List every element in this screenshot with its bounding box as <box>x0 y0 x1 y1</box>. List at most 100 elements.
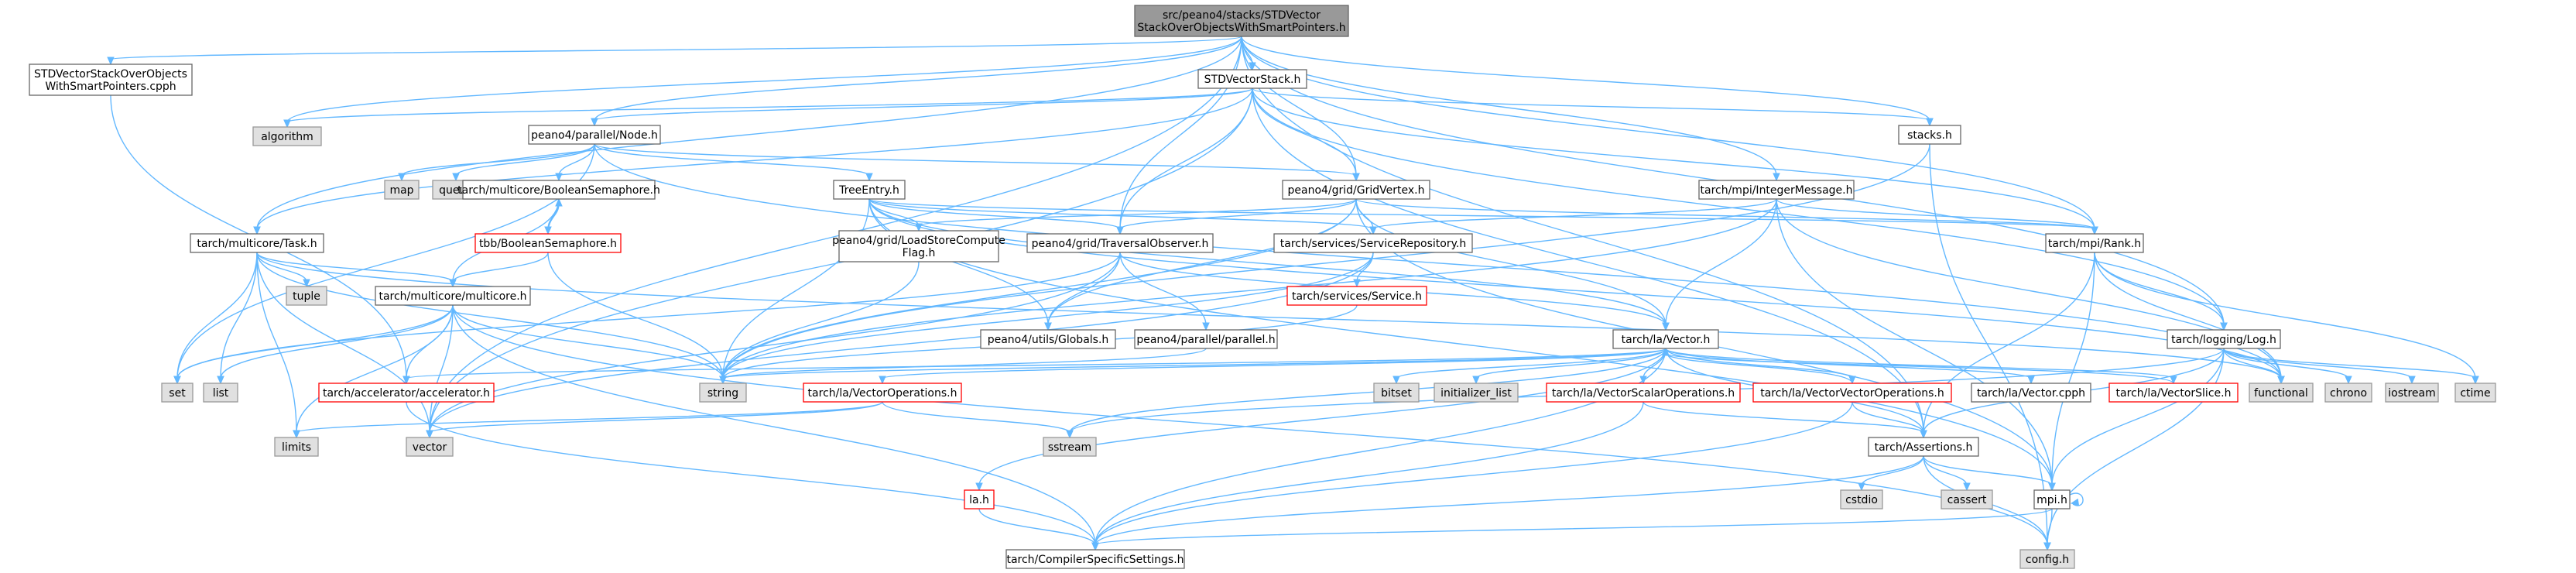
node-box <box>1286 286 1427 306</box>
arrowhead <box>865 173 873 182</box>
node-vecscal[interactable]: tarch/la/VectorScalarOperations.h <box>1546 383 1741 403</box>
node-parallel[interactable]: peano4/parallel/parallel.h <box>1134 329 1278 349</box>
node-cpph[interactable]: STDVectorStackOverObjectsWithSmartPointe… <box>29 63 193 96</box>
node-label: tarch/services/ServiceRepository.h <box>1280 238 1466 250</box>
edge-root-to-travobs <box>1116 36 1242 235</box>
edge-rank-to-assertions <box>1920 252 2095 439</box>
node-box <box>838 230 999 262</box>
arrowhead <box>1858 482 1865 492</box>
node-stdvs[interactable]: STDVectorStack.h <box>1197 69 1307 89</box>
node-box <box>2324 383 2372 403</box>
edge-stdvs-to-stacks <box>1252 87 1934 127</box>
edge-assertions-to-cassert <box>1923 455 1971 492</box>
node-label: StackOverObjectsWithSmartPointers.h <box>1137 22 1345 34</box>
node-functional: functional <box>2249 383 2314 403</box>
node-box <box>699 383 747 403</box>
node-vecslice[interactable]: tarch/la/VectorSlice.h <box>2108 383 2239 403</box>
edge-node-to-gridvertex <box>594 143 1360 182</box>
arrowhead <box>1472 376 1480 385</box>
node-box <box>964 489 995 510</box>
edge-intmsg-to-functional <box>1776 198 2285 385</box>
node-mpi[interactable]: mpi.h <box>2033 489 2071 510</box>
node-multicore[interactable]: tarch/multicore/multicore.h <box>375 286 531 306</box>
node-list: list <box>203 383 238 403</box>
node-root[interactable]: src/peano4/stacks/STDVectorStackOverObje… <box>1134 5 1349 37</box>
node-assertions[interactable]: tarch/Assertions.h <box>1868 437 1979 457</box>
node-label: vector <box>413 441 447 454</box>
node-rank[interactable]: tarch/mpi/Rank.h <box>2045 233 2144 253</box>
node-vecops[interactable]: tarch/la/VectorOperations.h <box>803 383 962 403</box>
edge-la-to-compiler <box>978 508 1099 551</box>
node-service[interactable]: tarch/services/Service.h <box>1286 286 1427 306</box>
node-ctime: ctime <box>2454 383 2496 403</box>
edge-vector_h-to-vecslice <box>1665 348 2177 385</box>
edge-vector_h-to-initlist <box>1472 348 1667 385</box>
edge-root-to-cpph <box>107 36 1242 66</box>
arrowhead <box>426 430 433 439</box>
node-compiler[interactable]: tarch/CompilerSpecificSettings.h <box>1005 549 1185 569</box>
node-box <box>1134 5 1349 37</box>
arrowhead <box>719 376 727 385</box>
edge-root-to-intmsg <box>1241 36 1780 182</box>
arrowhead <box>915 223 923 232</box>
edge-log-to-chrono <box>2223 348 2352 385</box>
node-box <box>1043 437 1097 457</box>
edge-stdvs-to-node <box>591 87 1253 127</box>
arrowhead <box>591 118 598 127</box>
edge-tbbsem-to-boolsem <box>547 197 563 235</box>
node-box <box>2385 383 2439 403</box>
edge-stdvs-to-algorithm <box>283 87 1253 129</box>
arrowhead <box>402 376 410 385</box>
arrowhead <box>2472 376 2479 385</box>
node-box <box>1971 383 2091 403</box>
edge-multicore-to-set <box>173 304 454 385</box>
node-intmsg[interactable]: tarch/mpi/IntegerMessage.h <box>1698 180 1855 200</box>
edge-vecops-to-sstream <box>882 401 1074 439</box>
node-label: algorithm <box>261 131 313 143</box>
node-boolsem[interactable]: tarch/multicore/BooleanSemaphore.h <box>457 180 660 200</box>
arrowhead <box>2070 498 2080 506</box>
node-map: map <box>384 180 420 200</box>
node-box <box>833 180 906 200</box>
node-label: TreeEntry.h <box>838 184 899 197</box>
arrowhead <box>107 57 115 66</box>
node-task[interactable]: tarch/multicore/Task.h <box>190 233 324 253</box>
node-treeentry[interactable]: TreeEntry.h <box>833 180 906 200</box>
node-gridvertex[interactable]: peano4/grid/GridVertex.h <box>1282 180 1430 200</box>
node-node[interactable]: peano4/parallel/Node.h <box>528 125 661 145</box>
node-accel[interactable]: tarch/accelerator/accelerator.h <box>318 383 495 403</box>
node-label: STDVectorStackOverObjects <box>34 68 187 81</box>
node-stacks[interactable]: stacks.h <box>1898 125 1961 145</box>
node-log[interactable]: tarch/logging/Log.h <box>2167 329 2281 349</box>
edge-vecvec-to-assertions <box>1852 401 1927 439</box>
edge-travobs-to-set <box>173 252 1121 385</box>
node-box <box>1273 233 1473 253</box>
arrowhead <box>2091 226 2098 235</box>
node-travobs[interactable]: peano4/grid/TraversalObserver.h <box>1026 233 1214 253</box>
node-box <box>274 437 319 457</box>
node-globals[interactable]: peano4/utils/Globals.h <box>980 329 1116 349</box>
edge-vector_h-to-vecops <box>879 348 1667 385</box>
edge-assertions-to-mpi <box>1923 455 2056 492</box>
node-box <box>474 233 622 253</box>
arrowhead <box>879 376 886 385</box>
node-vector_h[interactable]: tarch/la/Vector.h <box>1612 329 1719 349</box>
edge-gridvertex-to-loadstore <box>915 198 1357 232</box>
arrowhead <box>293 430 300 439</box>
edge-log-to-functional <box>2223 348 2285 385</box>
node-box <box>2249 383 2314 403</box>
edge-node-to-treeentry <box>594 143 873 182</box>
node-vecvec[interactable]: tarch/la/VectorVectorOperations.h <box>1752 383 1952 403</box>
node-box <box>384 180 420 200</box>
node-label: tarch/mpi/Rank.h <box>2048 238 2141 250</box>
arrowhead <box>173 376 181 385</box>
node-la[interactable]: la.h <box>964 489 995 510</box>
node-veccpph[interactable]: tarch/la/Vector.cpph <box>1971 383 2091 403</box>
node-servrepo[interactable]: tarch/services/ServiceRepository.h <box>1273 233 1473 253</box>
node-box <box>203 383 238 403</box>
node-tbbsem[interactable]: tbb/BooleanSemaphore.h <box>474 233 622 253</box>
edge-mpi-to-mpi <box>2069 492 2084 506</box>
edge-intmsg-to-rank <box>1776 198 2098 235</box>
arrowhead <box>449 279 457 288</box>
